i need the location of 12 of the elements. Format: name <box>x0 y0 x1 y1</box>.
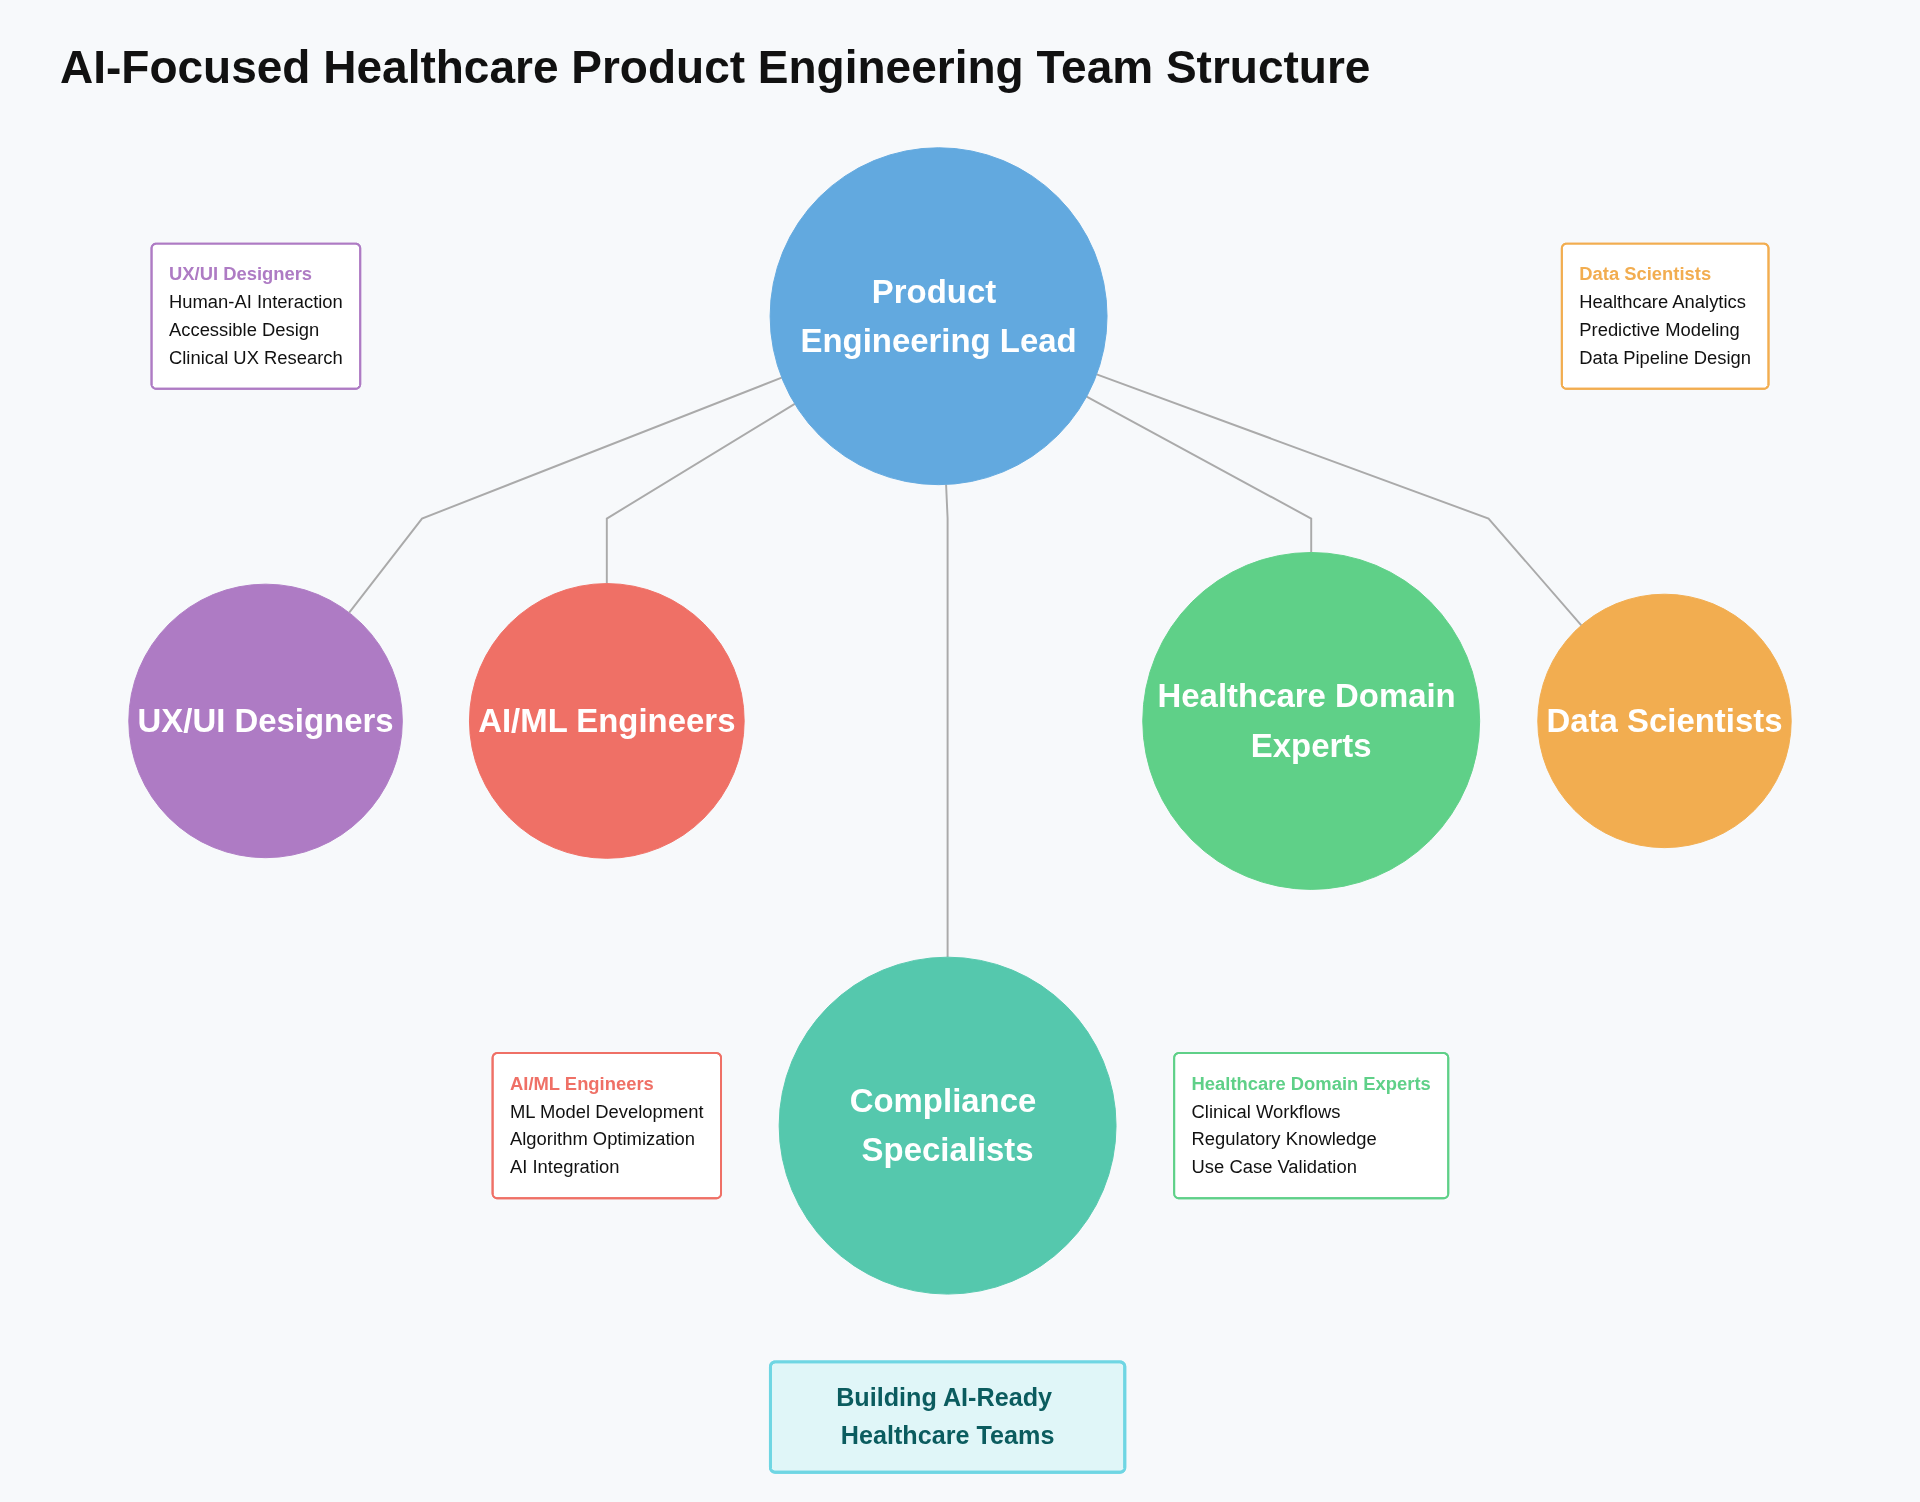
connector <box>1085 395 1313 554</box>
connector <box>945 483 949 959</box>
connector <box>605 402 796 585</box>
node-circle: Product Engineering Lead <box>769 147 1108 486</box>
diagram-title: AI-Focused Healthcare Product Engineering Team Structure <box>60 40 1371 94</box>
connector <box>348 376 783 614</box>
connector <box>1095 373 1583 627</box>
node-circle: Data Scientists <box>1537 593 1792 849</box>
node-circle: UX/UI Designers <box>128 583 403 859</box>
node-circle: Compliance Specialists <box>778 956 1117 1295</box>
node-circle: Healthcare Domain Experts <box>1142 551 1481 890</box>
node-circle: AI/ML Engineers <box>468 583 745 859</box>
